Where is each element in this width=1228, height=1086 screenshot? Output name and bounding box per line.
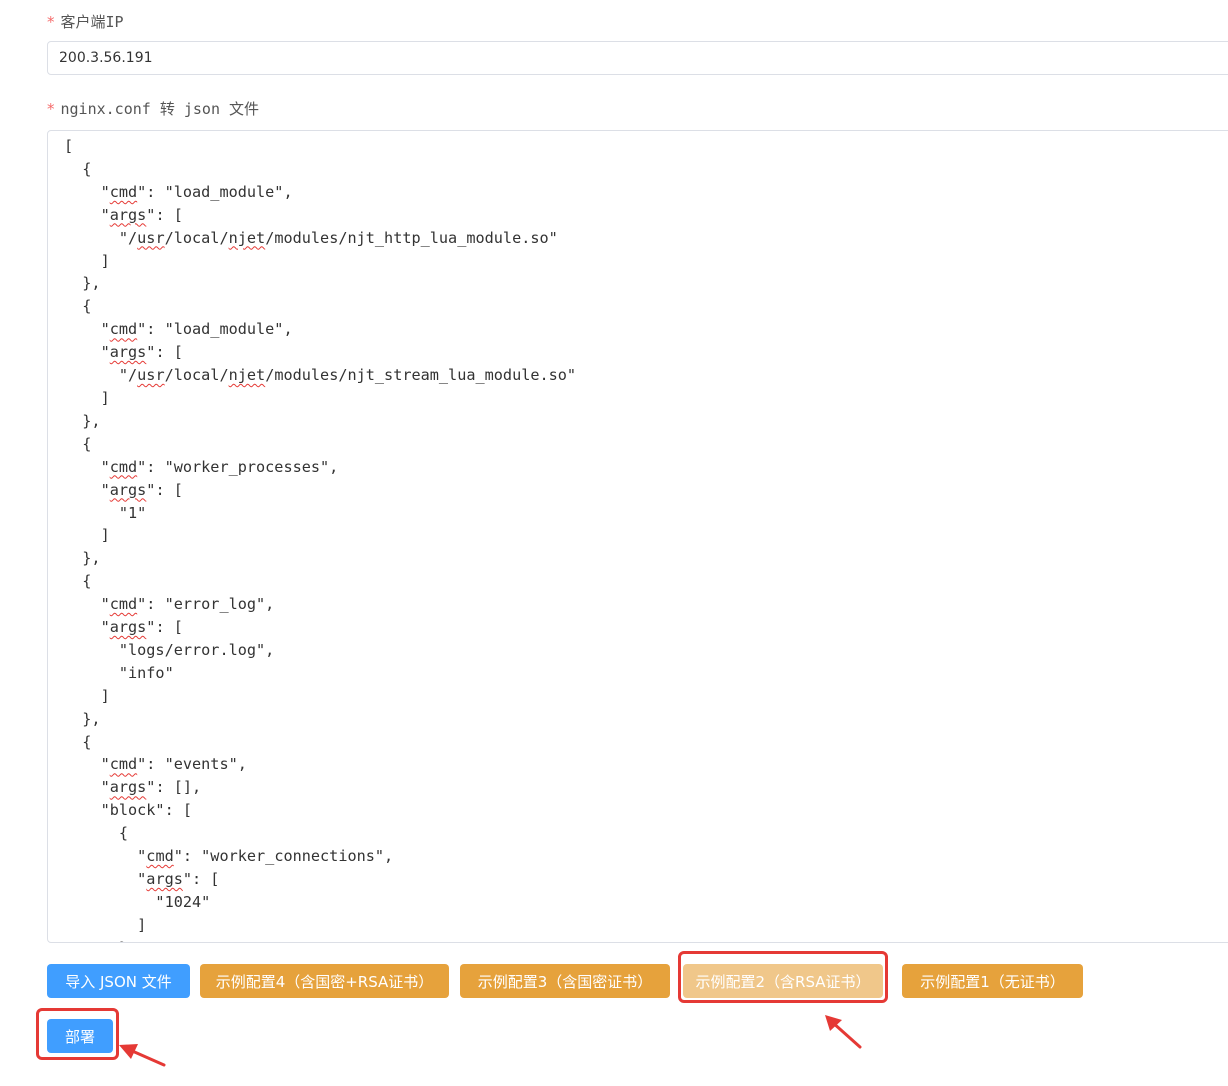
code-line: "cmd": "load_module", [64,182,293,201]
json-content[interactable]: [ { "cmd": "load_module", "args": [ "/us… [48,131,1228,942]
annotation-arrow-deploy-icon [119,1044,166,1067]
example-config-3-button[interactable]: 示例配置3（含国密证书） [460,964,670,998]
code-line: ] [64,251,110,270]
json-file-label-text: nginx.conf 转 json 文件 [60,100,260,118]
code-line: { [64,732,92,751]
example-config-1-button[interactable]: 示例配置1（无证书） [902,964,1083,998]
code-line: "args": [ [64,480,183,499]
code-line: "cmd": "error_log", [64,595,275,614]
code-line: "info" [64,663,174,682]
required-mark: * [47,13,55,31]
code-line: "block": [ [64,801,193,820]
client-ip-label: * 客户端IP [47,11,124,32]
code-line: "1024" [64,892,211,911]
code-line: { [64,572,92,591]
example-config-4-button[interactable]: 示例配置4（含国密+RSA证书） [200,964,449,998]
code-line: "cmd": "worker_connections", [64,847,394,866]
code-line: "cmd": "worker_processes", [64,457,339,476]
highlight-box-deploy [36,1008,119,1060]
code-line: "args": [ [64,618,183,637]
code-line: }, [64,411,101,430]
code-line: ] [64,686,110,705]
highlight-box-example2 [678,951,888,1003]
client-ip-input[interactable] [47,41,1228,75]
annotation-arrow-example2-icon [825,1015,862,1049]
code-line: { [64,297,92,316]
code-line: } [64,939,128,942]
code-line: "args": [ [64,343,183,362]
client-ip-label-text: 客户端IP [60,13,124,31]
code-line: { [64,824,129,843]
required-mark: * [47,100,55,118]
code-line: }, [64,709,101,728]
code-line: "cmd": "events", [64,755,247,774]
code-line: [ [64,137,74,155]
example-config-2-button[interactable]: 示例配置2（含RSA证书） [683,964,883,998]
code-line: "/usr/local/njet/modules/njt_stream_lua_… [64,366,577,385]
code-line: }, [64,549,101,568]
code-line: ] [64,915,147,934]
json-textarea[interactable]: [ { "cmd": "load_module", "args": [ "/us… [47,130,1228,943]
code-line: "/usr/local/njet/modules/njt_http_lua_mo… [64,228,558,247]
json-file-label: * nginx.conf 转 json 文件 [47,98,259,119]
code-line: ] [64,388,110,407]
code-line: ] [64,526,110,545]
code-line: }, [64,274,101,293]
deploy-button[interactable]: 部署 [47,1019,113,1053]
code-line: "cmd": "load_module", [64,320,293,339]
code-line: "args": [ [64,205,183,224]
code-line: { [64,434,92,453]
code-line: "args": [ [64,870,220,888]
code-line: "logs/error.log", [64,640,275,659]
code-line: "args": [], [64,778,202,797]
import-json-button[interactable]: 导入 JSON 文件 [47,964,190,998]
code-line: { [64,159,92,178]
code-line: "1" [64,503,147,522]
